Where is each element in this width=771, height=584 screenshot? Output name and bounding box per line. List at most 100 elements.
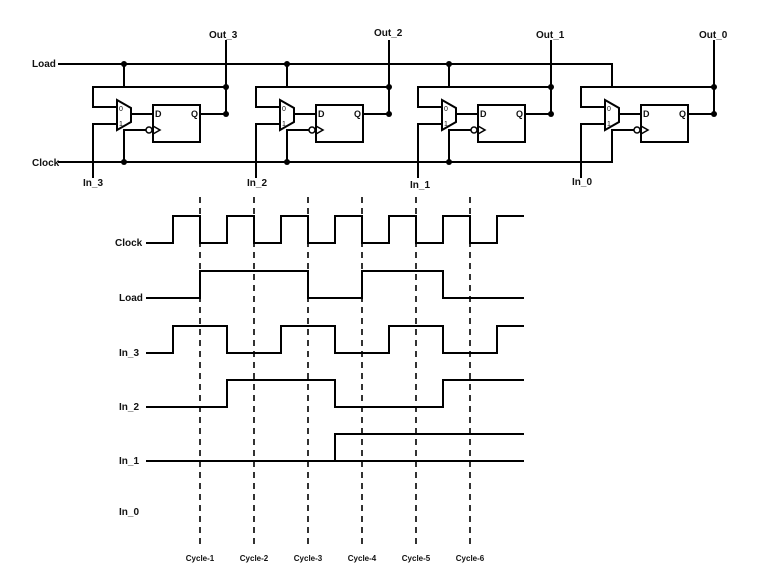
stage3-mux-one: 1 bbox=[119, 121, 123, 128]
stage3-load-junction bbox=[121, 61, 127, 67]
stage0-input-wire bbox=[580, 123, 605, 178]
stage2-q-junction bbox=[386, 111, 392, 117]
stage3-q-pin: Q bbox=[191, 109, 198, 119]
waveform-trace bbox=[146, 270, 524, 299]
cycle-markers: Cycle-1 Cycle-2 Cycle-3 Cycle-4 Cycle-5 Cycle… bbox=[186, 197, 485, 563]
stage3-input-label: In_3 bbox=[83, 178, 103, 189]
stage0-feedback-wire bbox=[580, 86, 714, 108]
stage0-feedback-junction bbox=[711, 84, 717, 90]
stage2-mux-one: 1 bbox=[282, 121, 286, 128]
cycle-label: Cycle-3 bbox=[294, 554, 323, 563]
stage2-d-pin: D bbox=[318, 109, 325, 119]
waveform-in-0: In_0 bbox=[119, 460, 524, 518]
stage1-load-tap bbox=[448, 64, 551, 88]
stage2-q-pin: Q bbox=[354, 109, 361, 119]
waveform-trace bbox=[146, 433, 524, 462]
stage0-mux-zero: 0 bbox=[607, 106, 611, 113]
stage2-feedback-junction bbox=[386, 84, 392, 90]
stage2-input-label: In_2 bbox=[247, 178, 267, 189]
stage2-output-label: Out_2 bbox=[374, 28, 403, 39]
stage3-input-wire bbox=[92, 123, 117, 178]
stage3-clock-wire bbox=[123, 129, 146, 162]
stage3-mux bbox=[116, 98, 132, 132]
load-signal: Load bbox=[32, 59, 613, 70]
register-stage-1: 0 1 D Q Out_1 In_1 bbox=[410, 30, 565, 191]
waveform-clock: Clock bbox=[115, 215, 524, 249]
stage1-clock-triangle bbox=[477, 125, 487, 135]
stage0-clock-wire bbox=[611, 129, 634, 162]
stage1-mux-zero: 0 bbox=[444, 106, 448, 113]
stage0-clock-bubble bbox=[633, 126, 641, 134]
clock-label: Clock bbox=[32, 158, 60, 169]
stage2-load-tap bbox=[286, 64, 389, 88]
stage0-mux bbox=[604, 98, 620, 132]
stage2-flipflop bbox=[315, 104, 364, 143]
cycle-label: Cycle-4 bbox=[348, 554, 377, 563]
stage2-clock-junction bbox=[284, 159, 290, 165]
waveform-load: Load bbox=[119, 270, 524, 304]
stage2-mux-zero: 0 bbox=[282, 106, 286, 113]
cycle-label: Cycle-1 bbox=[186, 554, 215, 563]
waveform-label: In_2 bbox=[119, 402, 139, 413]
stage3-clock-junction bbox=[121, 159, 127, 165]
waveform-in-3: In_3 bbox=[119, 325, 524, 359]
stage1-feedback-wire bbox=[417, 86, 551, 108]
stage2-clock-wire bbox=[286, 129, 309, 162]
register-stage-2: 0 1 D Q Out_2 In_2 bbox=[247, 28, 403, 189]
stage3-clock-bubble bbox=[145, 126, 153, 134]
stage2-mux bbox=[279, 98, 295, 132]
stage1-q-pin: Q bbox=[516, 109, 523, 119]
stage2-load-junction bbox=[284, 61, 290, 67]
stage2-clock-triangle bbox=[315, 125, 325, 135]
stage0-mux-one: 1 bbox=[607, 121, 611, 128]
stage2-input-wire bbox=[255, 123, 280, 178]
stage3-feedback-wire bbox=[92, 86, 226, 108]
stage3-feedback-junction bbox=[223, 84, 229, 90]
waveform-label: In_0 bbox=[119, 507, 139, 518]
stage1-clock-bubble bbox=[470, 126, 478, 134]
stage1-mux bbox=[441, 98, 457, 132]
stage3-mux-zero: 0 bbox=[119, 106, 123, 113]
stage3-flipflop bbox=[152, 104, 201, 143]
cycle-label: Cycle-5 bbox=[402, 554, 431, 563]
stage3-q-junction bbox=[223, 111, 229, 117]
stage0-d-pin: D bbox=[643, 109, 650, 119]
waveform-in-2: In_2 bbox=[119, 379, 524, 413]
stage1-flipflop bbox=[477, 104, 526, 143]
waveform-label: Load bbox=[119, 293, 143, 304]
stage0-flipflop bbox=[640, 104, 689, 143]
stage3-clock-triangle bbox=[152, 125, 162, 135]
stage1-load-junction bbox=[446, 61, 452, 67]
stage2-feedback-wire bbox=[255, 86, 389, 108]
load-label: Load bbox=[32, 59, 56, 70]
register-stage-0: 0 1 D Q Out_0 In_0 bbox=[572, 30, 728, 188]
waveform-label: In_3 bbox=[119, 348, 139, 359]
stage1-output-label: Out_1 bbox=[536, 30, 565, 41]
cycle-label: Cycle-2 bbox=[240, 554, 269, 563]
stage1-mux-one: 1 bbox=[444, 121, 448, 128]
stage1-q-junction bbox=[548, 111, 554, 117]
register-stage-3: 0 1 D Q Out_3 In_3 bbox=[83, 30, 238, 189]
stage1-clock-wire bbox=[448, 129, 471, 162]
stage3-d-pin: D bbox=[155, 109, 162, 119]
stage0-clock-triangle bbox=[640, 125, 650, 135]
stage3-output-label: Out_3 bbox=[209, 30, 238, 41]
stage0-input-label: In_0 bbox=[572, 177, 592, 188]
stage0-load-tap bbox=[611, 64, 714, 88]
stage3-load-tap bbox=[123, 64, 226, 88]
stage1-d-pin: D bbox=[480, 109, 487, 119]
clock-signal: Clock bbox=[32, 158, 613, 169]
stage0-q-pin: Q bbox=[679, 109, 686, 119]
stage1-feedback-junction bbox=[548, 84, 554, 90]
stage1-clock-junction bbox=[446, 159, 452, 165]
cycle-label: Cycle-6 bbox=[456, 554, 485, 563]
stage1-input-label: In_1 bbox=[410, 180, 430, 191]
waveform-label: Clock bbox=[115, 238, 143, 249]
waveform-in-1: In_1 bbox=[119, 433, 524, 467]
stage0-q-junction bbox=[711, 111, 717, 117]
stage0-output-label: Out_0 bbox=[699, 30, 728, 41]
waveform-label: In_1 bbox=[119, 456, 139, 467]
